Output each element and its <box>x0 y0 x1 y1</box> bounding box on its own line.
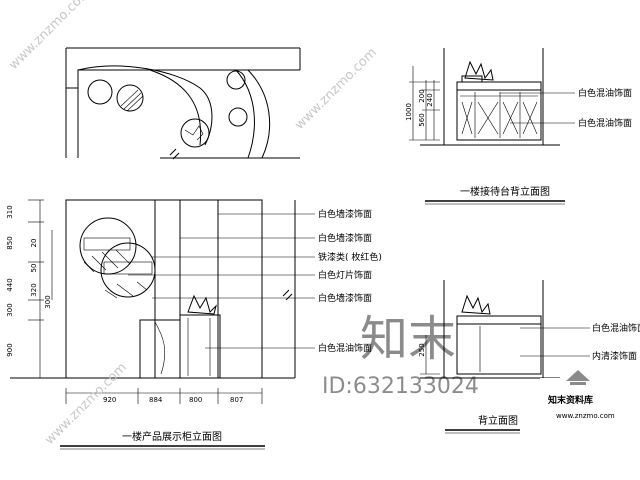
label-white-oil-paint-back: 白色混油饰面 <box>592 322 640 334</box>
dim-20: 20 <box>30 239 38 248</box>
logo-url-text: www.znzmo.com <box>556 412 615 420</box>
label-white-wall-paint-2: 白色墙漆饰面 <box>318 232 372 244</box>
stool-icon <box>228 107 248 127</box>
display-elevation-title: 一楼产品展示柜立面图 <box>122 430 222 443</box>
watermark-layer: www.znzmo.com www.znzmo.com www.znzmo.co… <box>6 0 479 448</box>
dim-800: 800 <box>189 396 202 404</box>
dim-50: 50 <box>30 264 38 273</box>
label-white-wall-paint-1: 白色墙漆饰面 <box>318 208 372 220</box>
watermark-url-diagonal-3: www.znzmo.com <box>42 360 130 448</box>
dim-884: 884 <box>149 396 163 404</box>
reception-back-elevation: 1000 200 240 560 白色混油饰面 白色混油饰面 一楼接待台背立面图 <box>405 48 632 205</box>
back-elevation: 250 白色混油饰面 内清漆饰面 背立面图 <box>418 280 640 434</box>
reception-plan-view <box>65 47 301 160</box>
dim-900: 900 <box>6 343 14 356</box>
plant-icon <box>180 118 210 148</box>
label-white-paint-1: 白色混油饰面 <box>578 87 632 99</box>
dim-1000: 1000 <box>405 103 413 121</box>
chair-icon <box>116 84 144 112</box>
stool-icon <box>226 70 246 90</box>
plant-icon <box>187 294 217 315</box>
logo-brand-text: 知末资料库 <box>547 394 593 406</box>
dim-807: 807 <box>230 396 243 404</box>
watermark-brand: 知末 <box>360 311 456 367</box>
display-circle-upper <box>79 217 137 275</box>
label-clear-lacquer: 内清漆饰面 <box>592 350 637 362</box>
back-elevation-title: 背立面图 <box>478 414 518 427</box>
logo-badge: 知末资料库 www.znzmo.com <box>540 370 640 480</box>
stool-icon <box>87 79 113 105</box>
display-circle-lower <box>100 242 156 298</box>
dim-300: 300 <box>6 303 14 316</box>
dim-320: 320 <box>30 283 38 296</box>
label-white-light-panel: 白色灯片饰面 <box>318 269 372 281</box>
dim-200: 200 <box>418 89 426 102</box>
label-white-oil-paint: 白色混油饰面 <box>318 342 372 354</box>
label-white-wall-paint-3: 白色墙漆饰面 <box>318 292 372 304</box>
dim-440: 440 <box>6 278 14 291</box>
reception-elevation-title: 一楼接待台背立面图 <box>460 185 550 198</box>
watermark-url-diagonal-1: www.znzmo.com <box>6 0 94 73</box>
dim-250: 250 <box>418 343 426 356</box>
dim-920: 920 <box>103 396 116 404</box>
watermark-url-diagonal-2: www.znzmo.com <box>292 45 380 133</box>
dim-560: 560 <box>418 113 426 126</box>
dim-240: 240 <box>426 93 434 106</box>
logo-triangle-icon <box>566 370 590 381</box>
display-cabinet-elevation: 310 850 20 50 440 300 900 320 300 920 88… <box>6 199 382 450</box>
label-white-paint-2: 白色混油饰面 <box>578 117 632 129</box>
plant-icon <box>461 294 491 315</box>
dim-300-inner: 300 <box>44 295 52 308</box>
dim-850: 850 <box>6 236 14 249</box>
plant-icon <box>464 60 494 81</box>
label-iron-paint-rose: 铁漆类( 枚红色) <box>318 251 382 263</box>
dim-310: 310 <box>6 205 14 218</box>
watermark-id: ID:632133024 <box>322 374 479 399</box>
